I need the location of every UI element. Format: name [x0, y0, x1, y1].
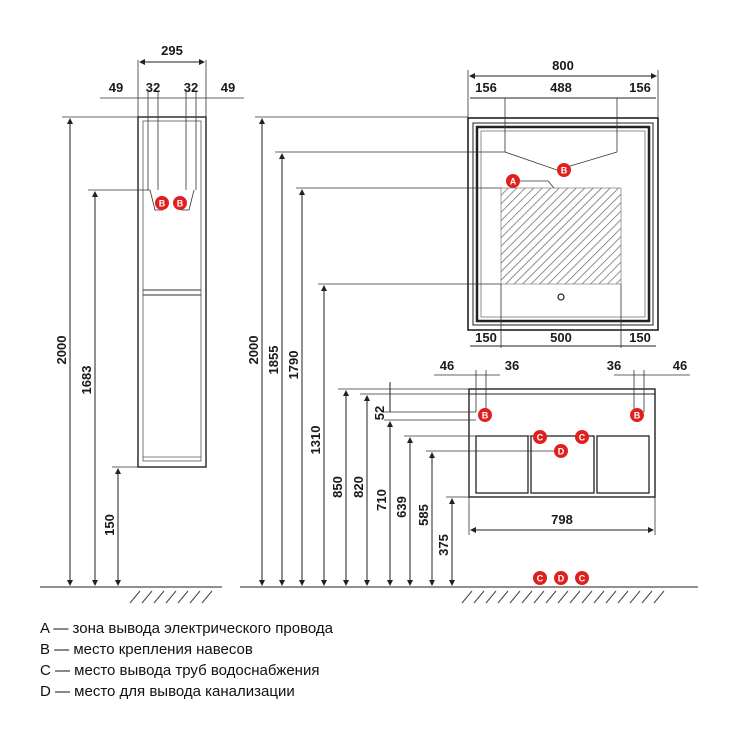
svg-text:C: C — [579, 574, 586, 584]
height-375-label: 375 — [436, 534, 451, 556]
cabinet-width-bottom-label: 798 — [551, 512, 573, 527]
column-cabinet — [137, 116, 207, 468]
mirror-switch-icon — [557, 293, 565, 301]
main-height-dimensions: 2000 1855 1790 1310 850 820 52 710 639 5… — [246, 116, 558, 586]
legend-item-b: B — место крепления навесов — [40, 641, 253, 658]
column-side-left-label: 49 — [109, 80, 123, 95]
column-height-mount-label: 1683 — [79, 366, 94, 395]
cabinet-top-right-b-label: 46 — [673, 358, 687, 373]
legend-item-d: D — место для вывода канализации — [40, 683, 295, 700]
marker-b-column-1: B — [155, 196, 169, 210]
cabinet-dimensions-top: 46 36 36 46 — [434, 358, 690, 412]
marker-c-floor-left: C — [533, 571, 547, 585]
height-2000-label: 2000 — [246, 336, 261, 365]
column-width-label: 295 — [161, 43, 183, 58]
legend: A — зона вывода электрического провода B… — [40, 618, 680, 702]
svg-text:C: C — [579, 433, 586, 443]
marker-b-cabinet-left: B — [478, 408, 492, 422]
svg-text:B: B — [177, 199, 184, 209]
column-dimensions-vertical: 2000 1683 150 — [54, 116, 150, 586]
height-1790-label: 1790 — [286, 351, 301, 380]
marker-b-column-2: B — [173, 196, 187, 210]
height-1855-label: 1855 — [266, 346, 281, 375]
floor-right — [240, 586, 698, 604]
svg-text:B: B — [561, 166, 568, 176]
marker-c-cabinet-left: C — [533, 430, 547, 444]
column-height-bottom-label: 150 — [102, 514, 117, 536]
floor-left — [40, 586, 222, 604]
cabinet-top-left-a-label: 46 — [440, 358, 454, 373]
height-1310-label: 1310 — [308, 426, 323, 455]
mirror-dimensions-bottom: 150 500 150 — [470, 284, 656, 348]
marker-d-cabinet: D — [554, 444, 568, 458]
mirror-width-label: 800 — [552, 58, 574, 73]
marker-c-cabinet-right: C — [575, 430, 589, 444]
mirror-bottom-mid-label: 500 — [550, 330, 572, 345]
cabinet-dimensions-bottom: 798 — [468, 508, 656, 535]
column-height-total-label: 2000 — [54, 336, 69, 365]
svg-text:B: B — [634, 411, 641, 421]
svg-text:C: C — [537, 433, 544, 443]
svg-text:D: D — [558, 574, 565, 584]
height-639-label: 639 — [394, 496, 409, 518]
height-585-label: 585 — [416, 504, 431, 526]
column-inner-right-label: 32 — [184, 80, 198, 95]
marker-a-mirror: A — [506, 174, 520, 188]
cabinet-top-left-b-label: 36 — [505, 358, 519, 373]
marker-c-floor-right: C — [575, 571, 589, 585]
svg-text:B: B — [159, 199, 166, 209]
mirror-dimensions-top: 800 156 488 156 — [467, 58, 659, 118]
mirror-top-left-label: 156 — [475, 80, 497, 95]
legend-item-c: C — место вывода труб водоснабжения — [40, 662, 320, 679]
mirror-bottom-right-label: 150 — [629, 330, 651, 345]
cabinet-top-right-a-label: 36 — [607, 358, 621, 373]
marker-d-floor: D — [554, 571, 568, 585]
markers: B B B A B B C C — [155, 163, 644, 585]
column-side-right-label: 49 — [221, 80, 235, 95]
svg-text:B: B — [482, 411, 489, 421]
column-dimensions-top: 295 49 32 32 49 — [100, 43, 244, 190]
height-52-label: 52 — [372, 406, 387, 420]
svg-text:A: A — [510, 177, 517, 187]
height-850-label: 850 — [330, 476, 345, 498]
mirror — [467, 98, 659, 331]
legend-item-a: A — зона вывода электрического провода — [40, 620, 334, 637]
mirror-top-right-label: 156 — [629, 80, 651, 95]
mirror-wire-zone — [500, 187, 622, 285]
height-820-label: 820 — [351, 476, 366, 498]
mirror-top-mid-label: 488 — [550, 80, 572, 95]
height-710-label: 710 — [374, 489, 389, 511]
marker-b-mirror: B — [557, 163, 571, 177]
mirror-bottom-left-label: 150 — [475, 330, 497, 345]
svg-text:D: D — [558, 447, 565, 457]
marker-b-cabinet-right: B — [630, 408, 644, 422]
svg-text:C: C — [537, 574, 544, 584]
column-inner-left-label: 32 — [146, 80, 160, 95]
